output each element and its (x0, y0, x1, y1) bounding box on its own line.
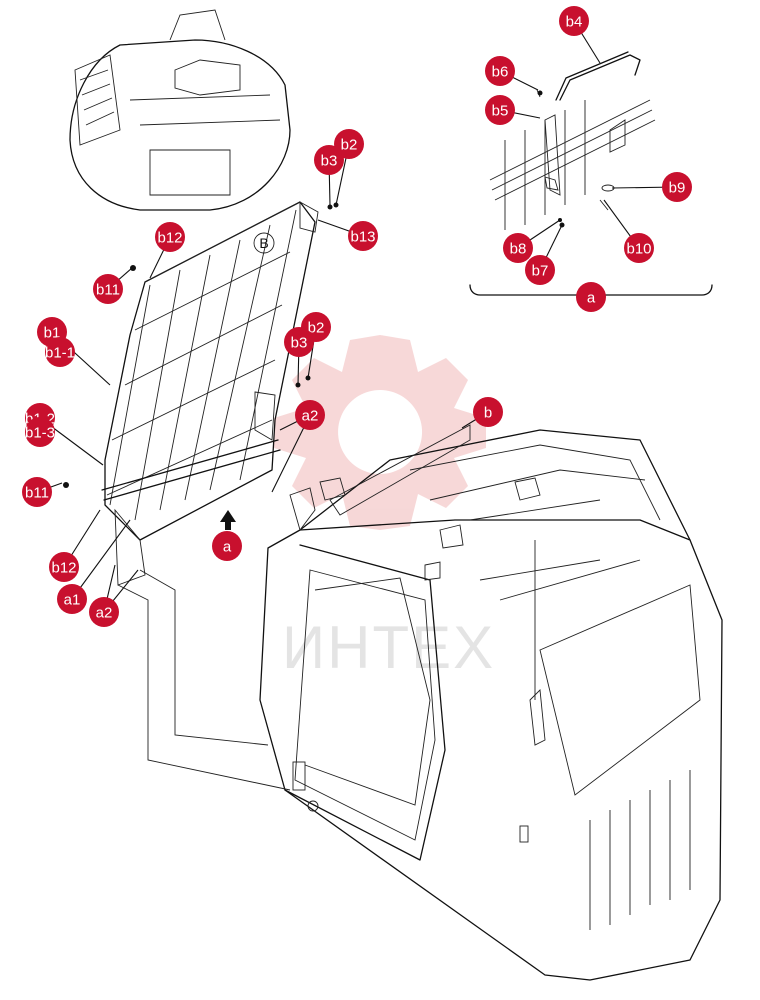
callout-label: a (587, 290, 596, 307)
callout-a: a (576, 282, 606, 312)
callout-label: b7 (532, 263, 549, 280)
callout-label: b11 (96, 282, 120, 299)
callout-b1-3: b1-3 (25, 417, 55, 447)
callout-b3: b3 (284, 327, 314, 357)
watermark-text: ИНТЕХ (282, 614, 495, 681)
callout-b9: b9 (662, 172, 692, 202)
direction-arrow-icon (220, 510, 236, 530)
callout-label: b1-3 (25, 425, 55, 442)
callout-label: b6 (492, 64, 509, 81)
callout-badge (503, 233, 533, 263)
callout-label: a2 (96, 605, 113, 622)
callout-badge (155, 222, 185, 252)
callout-label: b12 (51, 560, 76, 577)
callout-badge (49, 552, 79, 582)
callout-label: b1 (44, 325, 61, 342)
callout-label: b5 (492, 103, 509, 120)
callout-b12: b12 (155, 222, 185, 252)
callout-a2: a2 (295, 400, 325, 430)
fasteners (63, 90, 565, 488)
callout-label: b3 (321, 153, 338, 170)
callout-badge (295, 400, 325, 430)
callout-badge (212, 531, 242, 561)
excavator-illustration (69, 9, 291, 211)
callout-label: a (223, 539, 232, 556)
watermark-gear-icon (274, 335, 486, 530)
callout-badge (45, 337, 75, 367)
callout-b5: b5 (485, 95, 515, 125)
callout-label: b1-1 (45, 345, 75, 362)
callout-b12: b12 (49, 552, 79, 582)
callout-b6: b6 (485, 56, 515, 86)
callout-badge (314, 145, 344, 175)
callout-b: b (473, 397, 503, 427)
watermark: ИНТЕХ (274, 335, 495, 681)
callout-b8: b8 (503, 233, 533, 263)
callout-b4: b4 (559, 6, 589, 36)
callout-badge (284, 327, 314, 357)
callout-badge (89, 597, 119, 627)
callout-badge (576, 282, 606, 312)
callout-badge (93, 274, 123, 304)
callout-label: a2 (302, 408, 319, 425)
callout-label: b3 (291, 335, 308, 352)
callout-label: b10 (626, 241, 651, 258)
callout-a2: a2 (89, 597, 119, 627)
callout-label: b2 (308, 320, 325, 337)
callout-label: b11 (25, 485, 49, 502)
callout-badge (624, 233, 654, 263)
callout-label: b4 (566, 14, 583, 31)
callout-badge (334, 129, 364, 159)
callout-label: b9 (669, 180, 686, 197)
callout-badge (485, 56, 515, 86)
callout-badge (57, 584, 87, 614)
callout-b11: b11 (22, 477, 52, 507)
callout-label: b2 (341, 137, 358, 154)
callout-badge (662, 172, 692, 202)
panel-marker-letter: B (259, 235, 268, 251)
callout-b3: b3 (314, 145, 344, 175)
panel-marker-circle (253, 232, 275, 254)
callout-badge (559, 6, 589, 36)
callout-badge (348, 221, 378, 251)
callout-label: b8 (510, 241, 527, 258)
callout-b1-1: b1-1 (45, 337, 75, 367)
callout-b13: b13 (348, 221, 378, 251)
callout-badge (473, 397, 503, 427)
callout-label: b (484, 405, 492, 422)
callout-badge (485, 95, 515, 125)
callout-badge (25, 417, 55, 447)
callout-label: a1 (64, 592, 81, 609)
callout-b2: b2 (334, 129, 364, 159)
operator-cab (259, 424, 723, 981)
callout-label: b12 (157, 230, 182, 247)
callout-a: a (212, 531, 242, 561)
leader-rail-a (117, 569, 291, 791)
callout-b7: b7 (525, 255, 555, 285)
callout-b11: b11 (93, 274, 123, 304)
callout-b10: b10 (624, 233, 654, 263)
front-screen-guard: B (101, 201, 319, 586)
callout-badge (22, 477, 52, 507)
callout-label: b13 (350, 229, 375, 246)
callout-a1: a1 (57, 584, 87, 614)
callout-badge (525, 255, 555, 285)
